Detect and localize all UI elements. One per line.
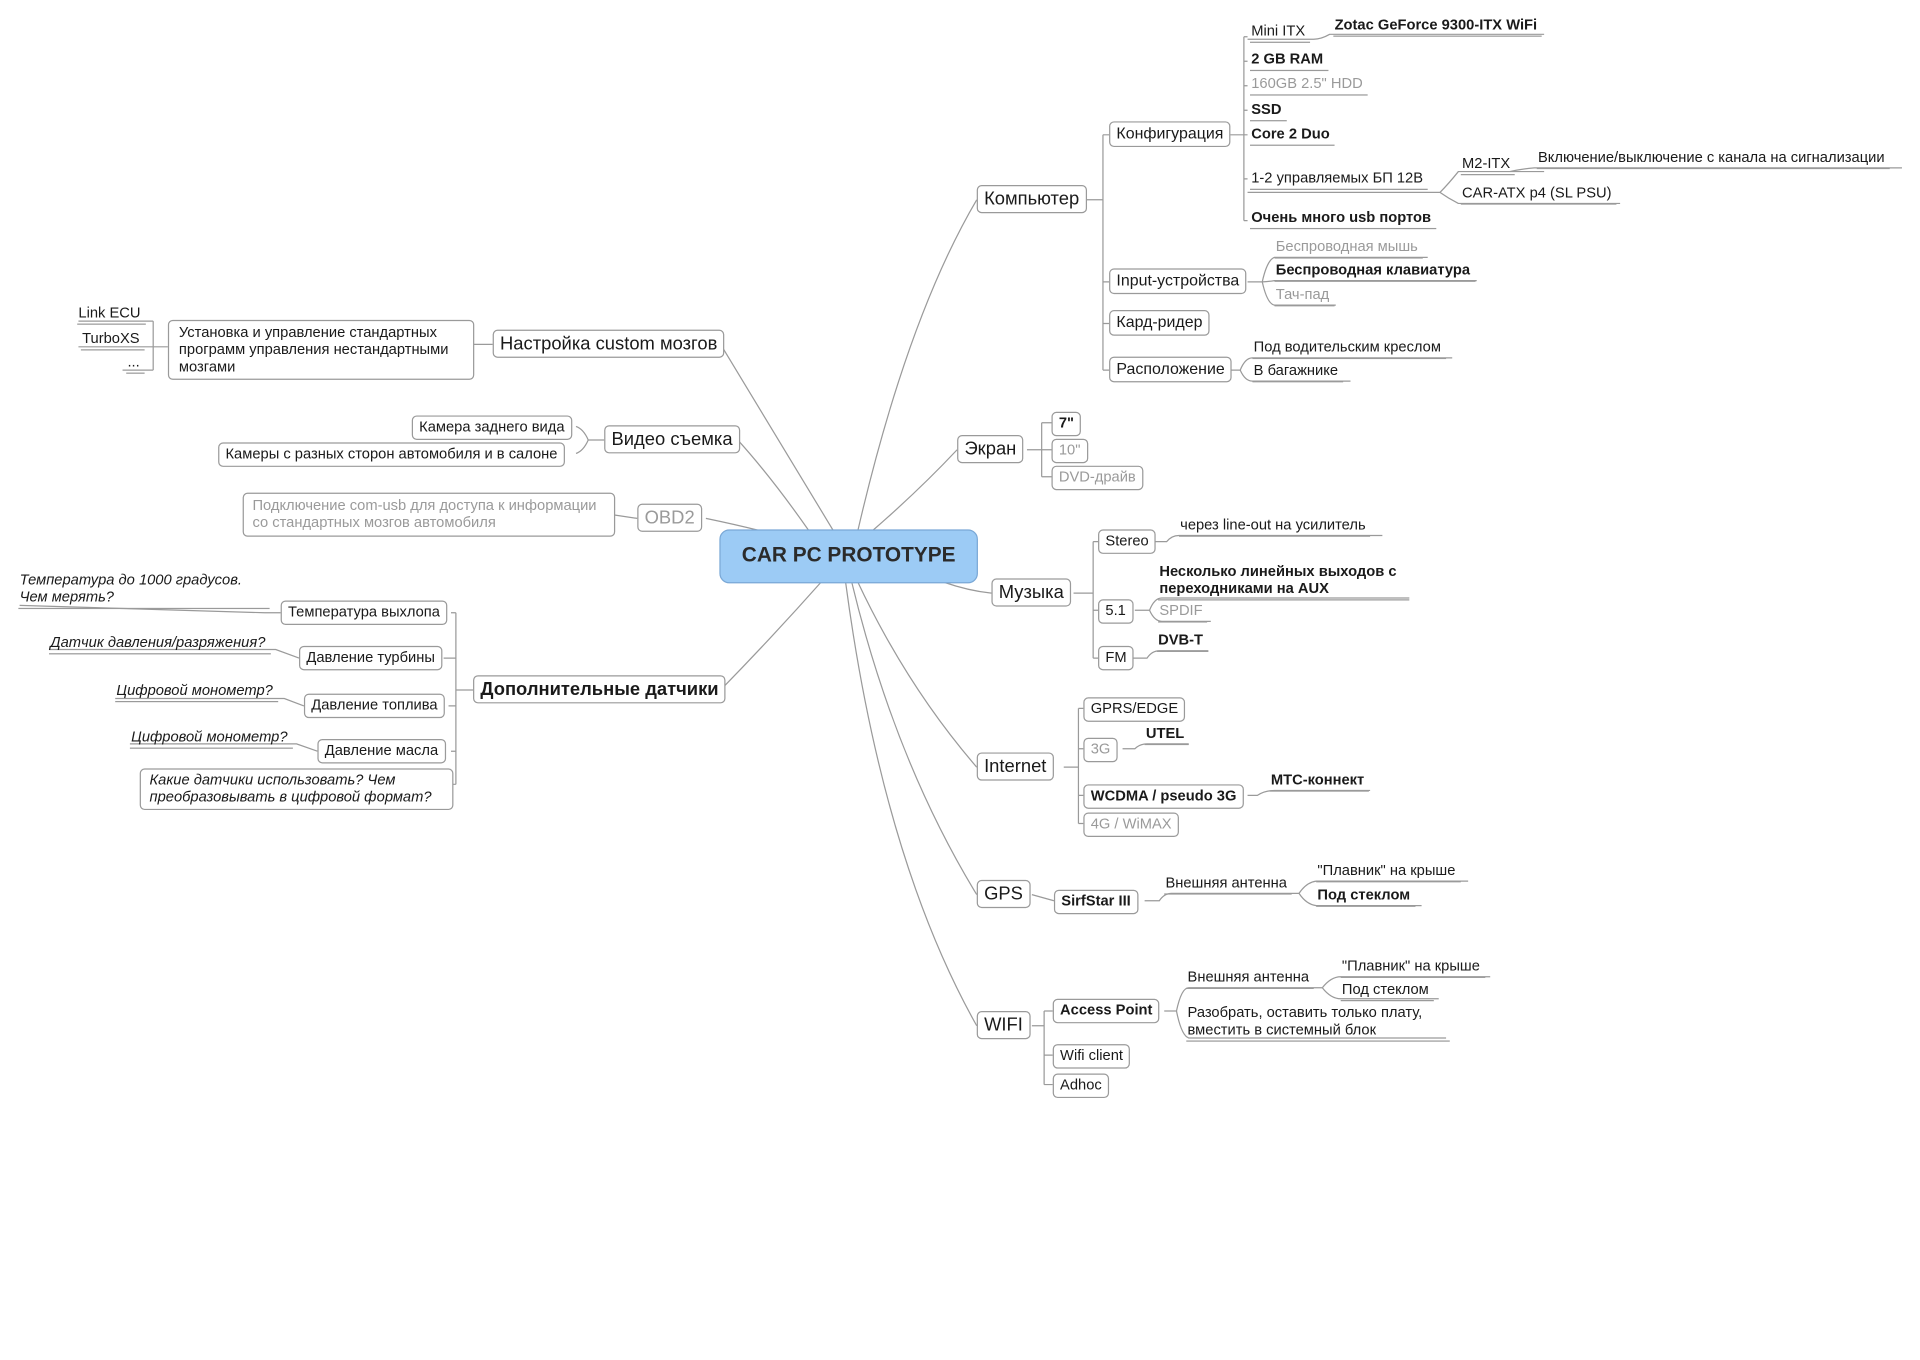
node-m2itx[interactable]: M2-ITX — [1460, 155, 1516, 175]
node-mouse[interactable]: Беспроводная мышь — [1274, 238, 1423, 259]
node-obd2-desc[interactable]: Подключение com-usb для доступа к информ… — [242, 492, 616, 537]
connector-lines — [19, 33, 1902, 1086]
node-psu[interactable]: 1-2 управляемых БП 12В — [1250, 169, 1428, 190]
node-aux[interactable]: Несколько линейных выходов с переходника… — [1158, 563, 1410, 600]
node-5-1[interactable]: 5.1 — [1098, 599, 1134, 624]
node-wifi-client[interactable]: Wifi client — [1052, 1044, 1131, 1069]
node-gps-antenna[interactable]: Внешняя антенна — [1164, 874, 1292, 895]
node-stereo[interactable]: Stereo — [1098, 529, 1157, 554]
node-dvbt[interactable]: DVB-T — [1156, 631, 1208, 652]
node-wifi-glass[interactable]: Под стеклом — [1340, 981, 1434, 1001]
node-4g[interactable]: 4G / WiMAX — [1083, 812, 1179, 837]
node-under-seat[interactable]: Под водительским креслом — [1252, 338, 1446, 359]
node-wifi[interactable]: WIFI — [976, 1011, 1031, 1040]
node-turbo-pressure[interactable]: Давление турбины — [299, 645, 443, 671]
node-internet[interactable]: Internet — [976, 752, 1054, 781]
node-more[interactable]: ... — [126, 353, 145, 374]
node-video[interactable]: Видео съемка — [604, 425, 740, 454]
node-wcdma[interactable]: WCDMA / pseudo 3G — [1083, 784, 1244, 809]
node-keyboard[interactable]: Беспроводная клавиатура — [1274, 261, 1475, 282]
node-screen-10[interactable]: 10" — [1051, 438, 1088, 463]
node-fm[interactable]: FM — [1098, 645, 1134, 671]
node-access-point[interactable]: Access Point — [1052, 998, 1160, 1024]
node-screen[interactable]: Экран — [957, 435, 1024, 464]
node-oil-question[interactable]: Цифровой монометр? — [129, 728, 293, 749]
node-wifi-antenna[interactable]: Внешняя антенна — [1186, 968, 1314, 989]
node-obd2[interactable]: OBD2 — [637, 503, 703, 533]
node-motherboard[interactable]: Zotac GeForce 9300-ITX WiFi — [1333, 16, 1543, 37]
node-custom-brains[interactable]: Настройка custom мозгов — [492, 329, 725, 359]
node-exhaust-question[interactable]: Температура до 1000 градусов. Чем мерять… — [18, 571, 270, 609]
node-wifi-fin[interactable]: "Плавник" на крыше — [1340, 957, 1485, 978]
node-input[interactable]: Input-устройства — [1109, 268, 1247, 295]
node-location[interactable]: Расположение — [1109, 356, 1233, 383]
node-cpu[interactable]: Core 2 Duo — [1250, 125, 1335, 146]
node-sirfstar[interactable]: SirfStar III — [1053, 889, 1139, 914]
node-fuel-question[interactable]: Цифровой монометр? — [115, 682, 278, 702]
node-sensors[interactable]: Дополнительные датчики — [473, 675, 726, 704]
node-lineout[interactable]: через line-out на усилитель — [1178, 516, 1371, 537]
node-trunk[interactable]: В багажнике — [1252, 362, 1343, 383]
node-spdif[interactable]: SPDIF — [1158, 602, 1208, 623]
node-rear-camera[interactable]: Камера заднего вида — [411, 415, 572, 440]
node-dvd[interactable]: DVD-драйв — [1051, 465, 1144, 490]
node-hdd[interactable]: 160GB 2.5" HDD — [1250, 75, 1368, 96]
node-custom-desc[interactable]: Установка и управление стандартных прогр… — [167, 319, 475, 381]
node-screen-7[interactable]: 7" — [1051, 411, 1082, 437]
node-exhaust-temp[interactable]: Температура выхлопа — [280, 600, 448, 625]
node-usb[interactable]: Очень много usb портов — [1250, 209, 1436, 229]
node-gps-fin[interactable]: "Плавник" на крыше — [1316, 862, 1461, 883]
node-touchpad[interactable]: Тач-пад — [1274, 286, 1335, 307]
node-cardreader[interactable]: Кард-ридер — [1109, 310, 1210, 336]
node-side-cameras[interactable]: Камеры с разных сторон автомобиля и в са… — [218, 442, 565, 467]
node-oil-pressure[interactable]: Давление масла — [317, 738, 446, 764]
node-gps-glass[interactable]: Под стеклом — [1316, 886, 1416, 907]
node-mini-itx[interactable]: Mini ITX — [1250, 22, 1311, 43]
node-3g[interactable]: 3G — [1083, 737, 1118, 763]
node-link-ecu[interactable]: Link ECU — [77, 304, 146, 325]
node-ram[interactable]: 2 GB RAM — [1250, 50, 1329, 71]
node-computer[interactable]: Компьютер — [976, 185, 1087, 214]
node-car-atx[interactable]: CAR-ATX p4 (SL PSU) — [1460, 184, 1617, 205]
node-utel[interactable]: UTEL — [1144, 725, 1190, 745]
node-fuel-pressure[interactable]: Давление топлива — [303, 693, 445, 718]
node-m2itx-note[interactable]: Включение/выключение с канала на сигнали… — [1536, 149, 1890, 169]
node-ssd[interactable]: SSD — [1250, 101, 1287, 122]
node-adhoc[interactable]: Adhoc — [1052, 1073, 1110, 1098]
node-music[interactable]: Музыка — [991, 578, 1072, 607]
node-gprs[interactable]: GPRS/EDGE — [1083, 697, 1186, 722]
node-which-sensors[interactable]: Какие датчики использовать? Чем преобраз… — [139, 768, 454, 810]
root-node[interactable]: CAR PC PROTOTYPE — [719, 529, 978, 584]
node-turbo-question[interactable]: Датчик давления/разряжения? — [49, 634, 271, 655]
node-turboxs[interactable]: TurboXS — [80, 330, 145, 351]
node-mts[interactable]: МТС-коннект — [1269, 771, 1370, 792]
node-gps[interactable]: GPS — [976, 879, 1031, 909]
node-config[interactable]: Конфигурация — [1109, 121, 1231, 147]
node-disassemble[interactable]: Разобрать, оставить только плату, вмести… — [1186, 1004, 1450, 1042]
